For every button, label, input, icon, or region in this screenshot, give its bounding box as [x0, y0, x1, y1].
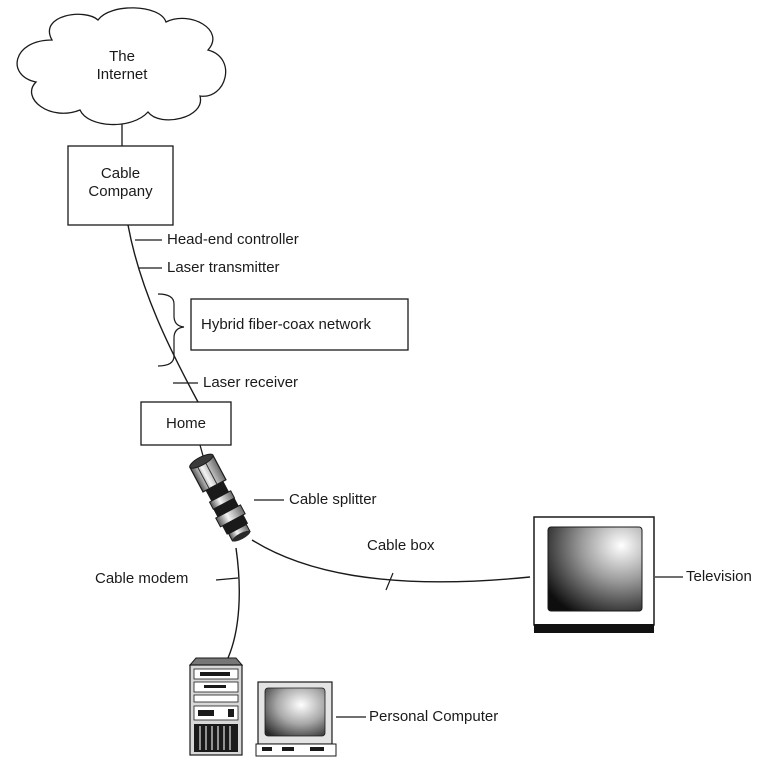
cable-modem-label: Cable modem [95, 570, 189, 587]
television-icon [533, 516, 655, 633]
pc-label: Personal Computer [369, 708, 499, 725]
laser-rx-label: Laser receiver [203, 374, 299, 391]
cable-box-tick [385, 572, 394, 591]
tv-coax-line [251, 539, 531, 583]
head-end-label: Head-end controller [167, 231, 299, 248]
cable-splitter-icon [189, 453, 251, 542]
cable-modem-leader [215, 577, 239, 581]
home-box [140, 401, 232, 446]
television-label: Television [686, 568, 752, 585]
cable-company-label-line1: Cable [100, 165, 141, 182]
internet-label: The Internet [92, 48, 152, 84]
internet-label-line1: The [109, 48, 135, 65]
monitor-icon [255, 681, 337, 757]
cable-company-label-line2: Company [88, 183, 153, 200]
cable-box-label: Cable box [367, 537, 435, 554]
home-label: Home [165, 415, 206, 432]
internet-cloud [16, 7, 227, 126]
tower-computer-icon [188, 657, 244, 756]
pc-coax-line [227, 547, 240, 659]
hybrid-network-box [190, 298, 409, 351]
hybrid-brace [157, 293, 185, 367]
splitter-label: Cable splitter [289, 491, 377, 508]
cable-company-label: Cable Company [68, 165, 173, 201]
cable-company-box [67, 145, 174, 226]
laser-tx-label: Laser transmitter [167, 259, 280, 276]
fiber-coax-line [127, 224, 199, 403]
internet-label-line2: Internet [96, 66, 148, 83]
hybrid-label: Hybrid fiber-coax network [201, 316, 372, 333]
